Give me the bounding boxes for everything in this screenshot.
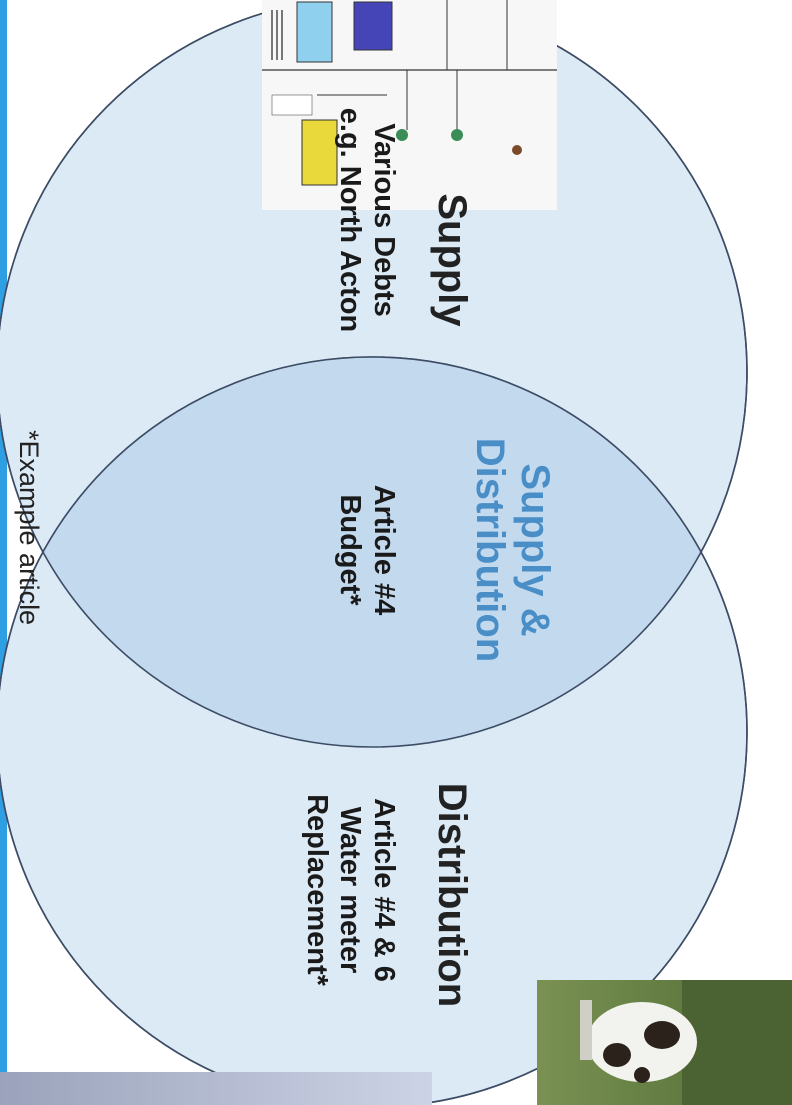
distribution-item: Water meter [334,806,367,974]
distribution-items: Article #4 & 6 Water meter Replacement* [299,740,400,1040]
distribution-title: Distribution [430,782,474,1008]
dog-photo [537,980,792,1105]
footnote: *Example article [14,430,44,626]
overlap-items: Article #4 Budget* [333,420,400,680]
pump-icon [512,145,522,155]
supply-item: e.g. North Acton [334,107,367,333]
pump-icon [451,129,463,141]
distribution-item: Replacement* [300,794,333,986]
overlap-region [0,357,747,747]
bottom-photo-strip [0,1072,432,1105]
supply-title: Supply [430,193,474,327]
pump-icon [396,129,408,141]
overlap-title: Supply & Distribution [467,415,557,685]
yellow-tank-icon [301,119,338,186]
left-accent-bar [0,0,7,1105]
overlap-title-line: Supply & [513,463,557,637]
supply-item: Various Debts [368,123,400,317]
supply-items: Various Debts e.g. North Acton [333,70,400,370]
overlap-title-line: Distribution [468,437,513,663]
purple-tank-icon [353,1,393,51]
overlap-item: Budget* [334,494,367,606]
overlap-item: Article #4 [368,484,400,616]
distribution-item: Article #4 & 6 [368,798,400,982]
blue-tank-icon [296,1,333,63]
flow-diagram-thumbnail [262,0,557,210]
